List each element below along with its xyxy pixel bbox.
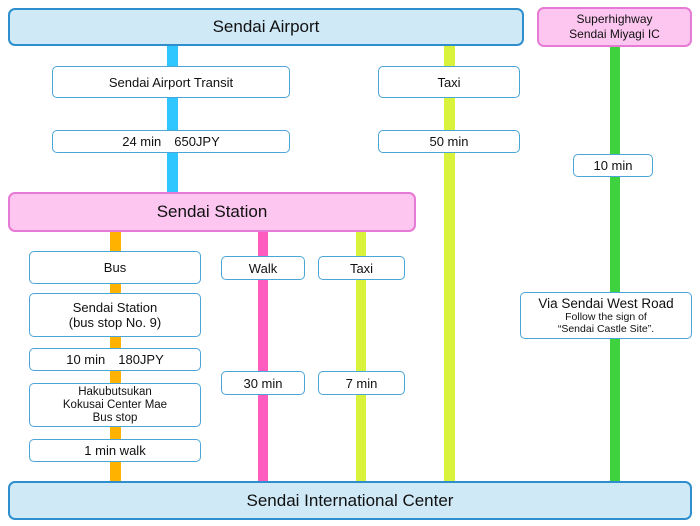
bus-arrive-box: Hakubutsukan Kokusai Center Mae Bus stop — [29, 383, 201, 427]
bus-walk: 1 min walk — [84, 443, 146, 458]
bus-stop-box: Sendai Station (bus stop No. 9) — [29, 293, 201, 337]
airport-taxi-time-box: 50 min — [378, 130, 520, 153]
airport-transit-time-box: 24 min 650JPY — [52, 130, 290, 153]
destination-label: Sendai International Center — [246, 490, 454, 510]
bus-box: Bus — [29, 251, 201, 284]
bus-arrive-line1: Hakubutsukan — [78, 385, 152, 398]
walk-box: Walk — [221, 256, 305, 280]
bus-stop-line2: (bus stop No. 9) — [68, 315, 162, 330]
walk-time: 30 min — [243, 375, 283, 391]
airport-taxi-box: Taxi — [378, 66, 520, 98]
sendai-airport-label: Sendai Airport — [212, 17, 320, 36]
highway-note-line1: Follow the sign of — [565, 311, 647, 323]
bus-arrive-line3: Bus stop — [92, 411, 138, 424]
highway-road-box: Via Sendai West Road Follow the sign of … — [520, 292, 692, 339]
airport-transit-label: Sendai Airport Transit — [108, 74, 234, 90]
station-taxi-line — [356, 230, 366, 483]
airport-taxi-time: 50 min — [429, 134, 469, 149]
airport-taxi-line — [444, 45, 455, 483]
airport-taxi-label: Taxi — [437, 74, 461, 90]
bus-walk-box: 1 min walk — [29, 439, 201, 462]
highway-note-line2: “Sendai Castle Site”. — [557, 323, 655, 335]
sendai-station-label: Sendai Station — [156, 202, 268, 221]
walk-label: Walk — [248, 260, 278, 276]
highway-ic-line2: Sendai Miyagi IC — [569, 27, 660, 41]
bus-time-box: 10 min 180JPY — [29, 348, 201, 371]
highway-road-label: Via Sendai West Road — [538, 296, 674, 311]
airport-transit-box: Sendai Airport Transit — [52, 66, 290, 98]
bus-time: 10 min 180JPY — [66, 352, 164, 367]
bus-arrive-line2: Kokusai Center Mae — [62, 398, 168, 411]
walk-time-box: 30 min — [221, 371, 305, 395]
bus-label: Bus — [103, 260, 127, 275]
station-taxi-box: Taxi — [318, 256, 405, 280]
station-taxi-label: Taxi — [349, 260, 374, 276]
highway-time-box: 10 min — [573, 154, 653, 177]
sendai-airport-bar: Sendai Airport — [8, 8, 524, 46]
highway-line — [610, 45, 620, 483]
walk-line — [258, 230, 268, 483]
highway-ic-box: Superhighway Sendai Miyagi IC — [537, 7, 692, 47]
station-taxi-time: 7 min — [345, 375, 378, 391]
destination-bar: Sendai International Center — [8, 481, 692, 520]
airport-transit-line — [167, 45, 178, 193]
sendai-station-bar: Sendai Station — [8, 192, 416, 232]
highway-time: 10 min — [593, 158, 633, 173]
airport-transit-time: 24 min 650JPY — [122, 134, 220, 149]
highway-ic-line1: Superhighway — [576, 12, 653, 26]
station-taxi-time-box: 7 min — [318, 371, 405, 395]
bus-stop-line1: Sendai Station — [72, 300, 158, 315]
